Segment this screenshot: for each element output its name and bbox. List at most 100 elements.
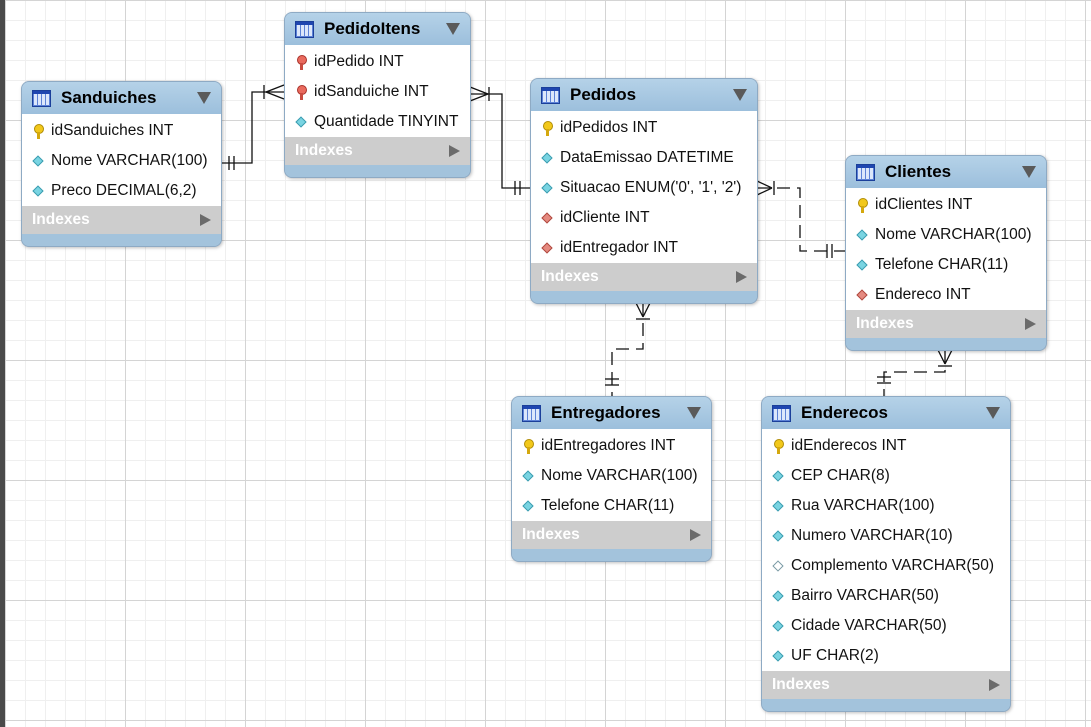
primary-key-icon — [855, 198, 869, 213]
column-row[interactable]: DataEmissao DATETIME — [531, 143, 757, 173]
column-label: idCliente INT — [560, 209, 650, 226]
table-icon — [522, 404, 541, 422]
expand-arrow-icon[interactable] — [200, 214, 211, 226]
column-row[interactable]: Telefone CHAR(11) — [846, 250, 1046, 280]
column-label: idEntregadores INT — [541, 437, 676, 454]
column-row[interactable]: idClientes INT — [846, 190, 1046, 220]
column-label: Situacao ENUM('0', '1', '2') — [560, 179, 742, 196]
column-label: idSanduiches INT — [51, 122, 174, 139]
column-row[interactable]: Rua VARCHAR(100) — [762, 491, 1010, 521]
column-label: Telefone CHAR(11) — [875, 256, 1009, 273]
table-title: Enderecos — [801, 403, 888, 422]
column-row[interactable]: idSanduiches INT — [22, 116, 221, 146]
indexes-label: Indexes — [772, 676, 830, 693]
table-clientes[interactable]: Clientes idClientes INT Nome VARCHAR(100… — [845, 155, 1047, 351]
column-row[interactable]: Nome VARCHAR(100) — [846, 220, 1046, 250]
column-list: idClientes INT Nome VARCHAR(100) Telefon… — [846, 188, 1046, 310]
column-row[interactable]: Nome VARCHAR(100) — [22, 146, 221, 176]
column-list: idSanduiches INT Nome VARCHAR(100) Preco… — [22, 114, 221, 206]
column-row[interactable]: idEnderecos INT — [762, 431, 1010, 461]
foreign-key-diamond-icon — [855, 288, 869, 302]
relationship-sanduiches-pedidoitens[interactable] — [221, 84, 285, 170]
column-label: idPedidos INT — [560, 119, 658, 136]
relationship-clientes-enderecos[interactable] — [877, 349, 953, 396]
column-diamond-icon — [540, 181, 554, 195]
column-label: idPedido INT — [314, 53, 404, 70]
collapse-arrow-icon[interactable] — [733, 89, 747, 101]
indexes-section[interactable]: Indexes — [531, 263, 757, 291]
column-row[interactable]: Bairro VARCHAR(50) — [762, 581, 1010, 611]
expand-arrow-icon[interactable] — [449, 145, 460, 157]
table-header[interactable]: PedidoItens — [285, 13, 470, 45]
collapse-arrow-icon[interactable] — [446, 23, 460, 35]
table-footer — [285, 165, 470, 177]
table-title: Sanduiches — [61, 88, 157, 107]
collapse-arrow-icon[interactable] — [197, 92, 211, 104]
column-row[interactable]: Complemento VARCHAR(50) — [762, 551, 1010, 581]
table-header[interactable]: Enderecos — [762, 397, 1010, 429]
indexes-section[interactable]: Indexes — [846, 310, 1046, 338]
column-label: CEP CHAR(8) — [791, 467, 890, 484]
column-row[interactable]: idSanduiche INT — [285, 77, 470, 107]
column-row[interactable]: Numero VARCHAR(10) — [762, 521, 1010, 551]
foreign-key-diamond-icon — [540, 241, 554, 255]
column-row[interactable]: Endereco INT — [846, 280, 1046, 310]
table-enderecos[interactable]: Enderecos idEnderecos INT CEP CHAR(8) Ru… — [761, 396, 1011, 712]
indexes-section[interactable]: Indexes — [762, 671, 1010, 699]
expand-arrow-icon[interactable] — [1025, 318, 1036, 330]
column-diamond-icon — [771, 469, 785, 483]
table-sanduiches[interactable]: Sanduiches idSanduiches INT Nome VARCHAR… — [21, 81, 222, 247]
table-header[interactable]: Pedidos — [531, 79, 757, 111]
indexes-label: Indexes — [856, 315, 914, 332]
relationship-pedidos-clientes[interactable] — [756, 180, 845, 258]
table-pedidoitens[interactable]: PedidoItens idPedido INT idSanduiche INT… — [284, 12, 471, 178]
column-label: Quantidade TINYINT — [314, 113, 459, 130]
column-row[interactable]: Quantidade TINYINT — [285, 107, 470, 137]
primary-key-icon — [771, 439, 785, 454]
column-row[interactable]: idEntregadores INT — [512, 431, 711, 461]
column-label: Bairro VARCHAR(50) — [791, 587, 939, 604]
collapse-arrow-icon[interactable] — [986, 407, 1000, 419]
primary-key-icon — [540, 121, 554, 136]
column-row[interactable]: CEP CHAR(8) — [762, 461, 1010, 491]
table-icon — [772, 404, 791, 422]
column-label: Numero VARCHAR(10) — [791, 527, 953, 544]
relationship-pedidoitens-pedidos[interactable] — [469, 86, 530, 195]
table-entregadores[interactable]: Entregadores idEntregadores INT Nome VAR… — [511, 396, 712, 562]
indexes-section[interactable]: Indexes — [285, 137, 470, 165]
column-label: UF CHAR(2) — [791, 647, 879, 664]
expand-arrow-icon[interactable] — [736, 271, 747, 283]
table-footer — [22, 234, 221, 246]
column-row[interactable]: idPedido INT — [285, 47, 470, 77]
column-row[interactable]: Situacao ENUM('0', '1', '2') — [531, 173, 757, 203]
column-row[interactable]: Preco DECIMAL(6,2) — [22, 176, 221, 206]
column-row[interactable]: idCliente INT — [531, 203, 757, 233]
nullable-column-diamond-icon — [771, 559, 785, 573]
column-row[interactable]: idEntregador INT — [531, 233, 757, 263]
table-header[interactable]: Entregadores — [512, 397, 711, 429]
collapse-arrow-icon[interactable] — [1022, 166, 1036, 178]
table-header[interactable]: Sanduiches — [22, 82, 221, 114]
expand-arrow-icon[interactable] — [690, 529, 701, 541]
column-label: Rua VARCHAR(100) — [791, 497, 935, 514]
expand-arrow-icon[interactable] — [989, 679, 1000, 691]
indexes-section[interactable]: Indexes — [512, 521, 711, 549]
table-title: Entregadores — [551, 403, 661, 422]
column-row[interactable]: UF CHAR(2) — [762, 641, 1010, 671]
table-header[interactable]: Clientes — [846, 156, 1046, 188]
column-row[interactable]: Nome VARCHAR(100) — [512, 461, 711, 491]
column-row[interactable]: Telefone CHAR(11) — [512, 491, 711, 521]
column-row[interactable]: idPedidos INT — [531, 113, 757, 143]
column-label: Cidade VARCHAR(50) — [791, 617, 947, 634]
column-diamond-icon — [855, 228, 869, 242]
relationship-pedidos-entregadores[interactable] — [605, 302, 651, 396]
table-pedidos[interactable]: Pedidos idPedidos INT DataEmissao DATETI… — [530, 78, 758, 304]
collapse-arrow-icon[interactable] — [687, 407, 701, 419]
column-label: Nome VARCHAR(100) — [541, 467, 698, 484]
column-diamond-icon — [771, 619, 785, 633]
primary-key-icon — [521, 439, 535, 454]
column-row[interactable]: Cidade VARCHAR(50) — [762, 611, 1010, 641]
indexes-section[interactable]: Indexes — [22, 206, 221, 234]
column-label: Complemento VARCHAR(50) — [791, 557, 994, 574]
